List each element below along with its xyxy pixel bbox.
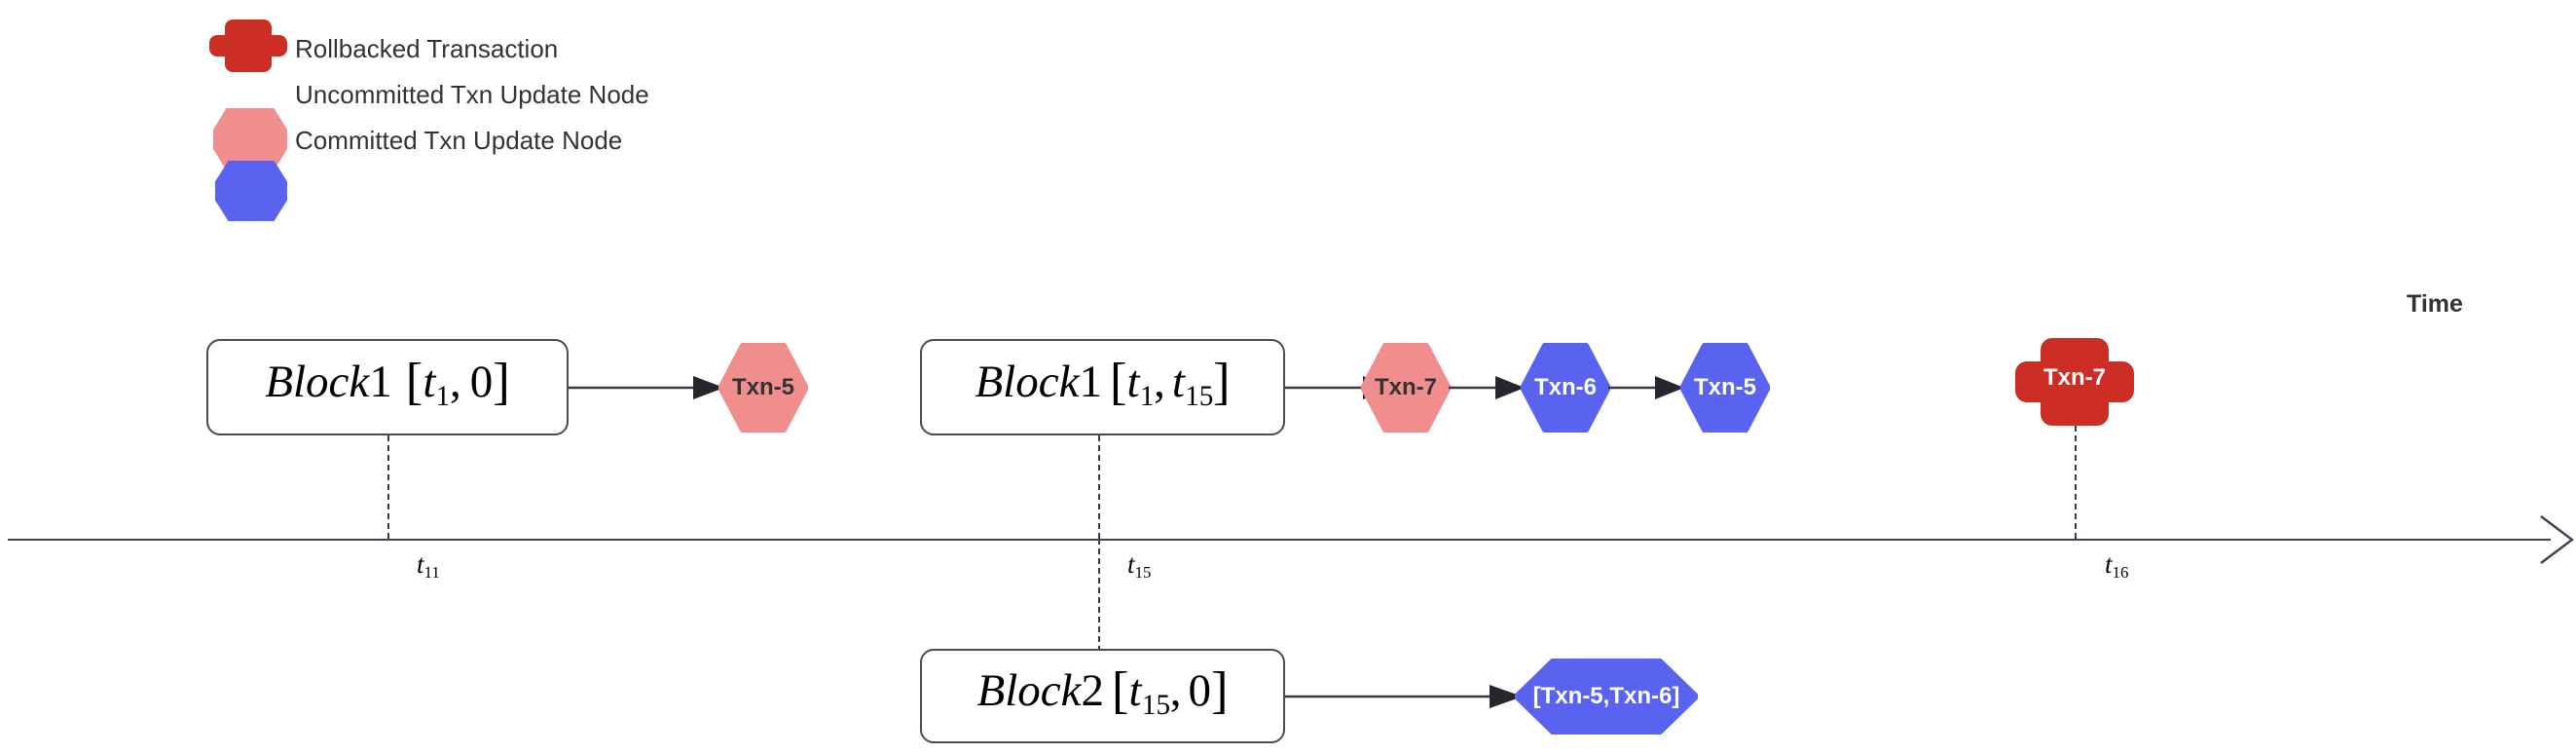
rollback-cross-shape [2015,338,2134,426]
txn-node-txn6-row2[interactable]: Txn-6 [1521,343,1610,433]
time-axis-label: Time [2407,290,2463,318]
block1-a-index: 1 [369,357,392,407]
rollback-cross-icon [209,19,287,72]
block1-b-end-sub: 15 [1185,380,1214,412]
block2-text: Block2[t15,0] [922,663,1283,720]
arrow-txn7-to-txn6 [1449,376,1525,399]
tick-t11-base: t [417,549,424,579]
block1-a-start-sub: 1 [435,380,451,412]
time-axis-arrowhead [2540,515,2574,564]
arrow-txn6-to-txn5 [1608,376,1684,399]
block1-b-index: 1 [1079,357,1102,407]
block1-b-open: [ [1109,354,1127,411]
block1-b-end: t [1171,357,1185,407]
legend-item-rollbacked [209,18,287,74]
block2-sep: , [1169,665,1182,716]
tick-label-t15: t15 [1127,549,1151,581]
block-node-block2[interactable]: Block2[t15,0] [920,649,1285,743]
block2-end: 0 [1188,665,1211,716]
txn-node-txn7-row2[interactable]: Txn-7 [1361,343,1451,433]
hexagon-shape [718,343,808,433]
txnlist-row3-label: [Txn-5,Txn-6] [1532,683,1680,709]
dashed-line-t15-upper [1098,435,1100,539]
block1-b-close: ] [1213,354,1231,411]
block1-a-open: [ [405,354,423,411]
block1-a-end: 0 [469,357,494,407]
tick-t16-base: t [2105,549,2113,579]
block1-b-name: Block [975,357,1080,407]
block1-a-start: t [423,357,436,407]
txn7-rollbacked-label: Txn-7 [2042,364,2106,391]
txn-node-txn5-row1[interactable]: Txn-5 [718,343,808,433]
block-node-block1-b[interactable]: Block1[t1,t15] [920,339,1285,435]
block1-a-sep: , [449,357,461,407]
txn5-row2-label: Txn-5 [1693,374,1756,400]
tick-label-t16: t16 [2105,549,2128,581]
block2-open: [ [1112,662,1129,720]
block2-name: Block [976,665,1082,716]
block1-a-text: Block1[t1,0] [208,355,567,411]
block-node-block1-a[interactable]: Block1[t1,0] [206,339,569,435]
dashed-line-t11 [387,435,389,539]
legend-label-committed: Committed Txn Update Node [295,126,623,155]
time-axis-line [8,539,2551,541]
tick-t15-base: t [1127,549,1135,579]
block2-start-sub: 15 [1141,689,1170,721]
tick-t11-sub: 11 [423,563,440,583]
tick-t15-sub: 15 [1134,563,1152,583]
hexagon-shape [1680,343,1770,433]
arrow-block1a-to-txn5 [569,376,724,399]
dashed-line-t15-lower [1098,539,1100,652]
block2-start: t [1128,665,1142,716]
txn5-row1-label: Txn-5 [731,374,794,400]
txn-node-txnlist-row3[interactable]: [Txn-5,Txn-6] [1515,659,1698,735]
arrow-block2-to-txnlist [1285,685,1523,708]
block1-b-text: Block1[t1,t15] [922,355,1283,411]
hexagon-shape [1361,343,1451,433]
txn6-row2-label: Txn-6 [1533,374,1597,400]
legend-item-committed [210,156,292,226]
block1-b-sep: , [1154,357,1165,407]
block1-a-name: Block [265,357,370,407]
hexagon-shape [1521,343,1610,433]
tick-label-t11: t11 [417,549,440,581]
block1-a-close: ] [493,354,510,411]
block1-b-start: t [1126,357,1140,407]
legend-label-uncommitted: Uncommitted Txn Update Node [295,80,649,109]
committed-hexagon-icon [210,156,292,226]
block2-index: 2 [1081,665,1105,716]
txn7-row2-label: Txn-7 [1374,374,1437,400]
txn-node-txn7-rollbacked[interactable]: Txn-7 [2013,336,2136,428]
txn-node-txn5-row2[interactable]: Txn-5 [1680,343,1770,433]
block1-b-start-sub: 1 [1139,380,1155,412]
block2-close: ] [1210,662,1229,720]
legend-label-rollbacked: Rollbacked Transaction [295,34,559,63]
tick-t16-sub: 16 [2112,563,2129,583]
dashed-line-t16 [2075,426,2077,539]
wide-hexagon-shape [1515,659,1698,735]
